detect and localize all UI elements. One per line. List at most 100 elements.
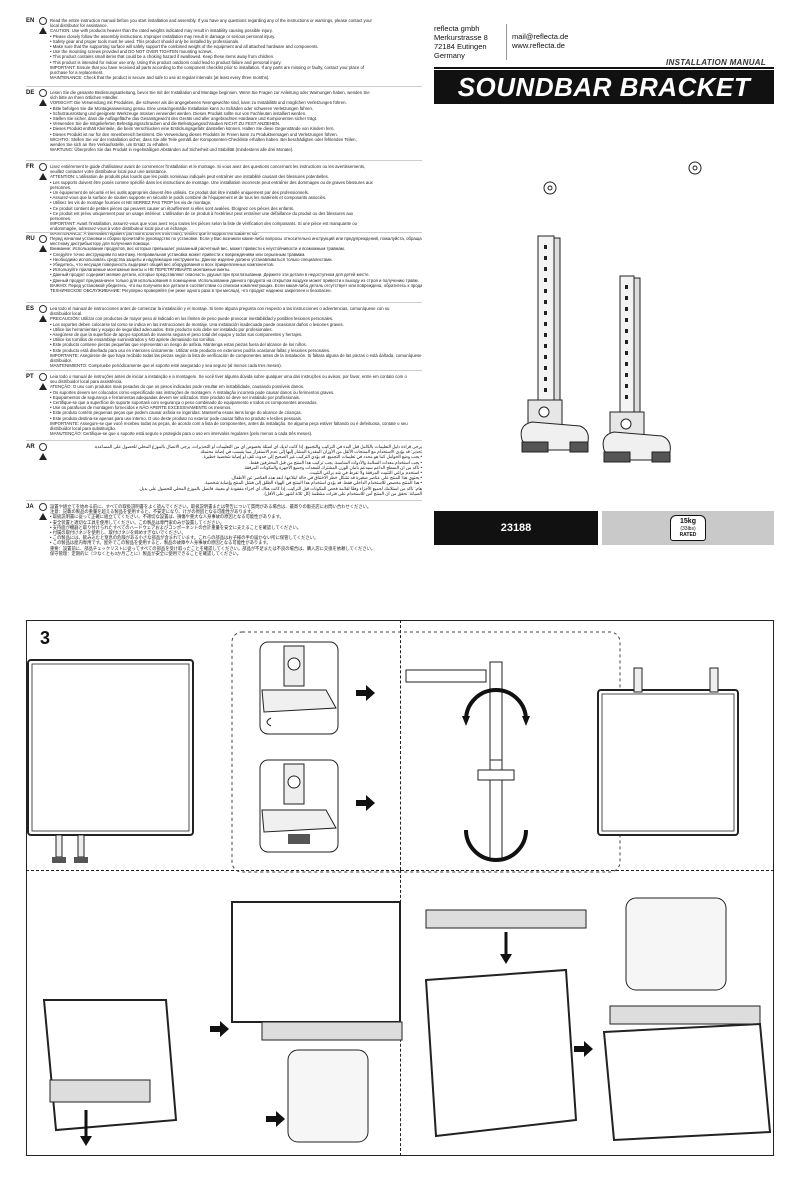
product-illustration [520, 161, 702, 463]
instruction-line: • Equipamentos de segurança e ferramenta… [50, 394, 301, 400]
company-address: reflecta gmbh Merkurstrasse 8 72184 Euti… [434, 24, 506, 60]
instruction-line: • Verwenden Sie die mitgelieferten Befes… [50, 121, 281, 127]
article-number-badge: 23188 [434, 511, 598, 545]
weight-label: RATED [679, 532, 697, 538]
instruction-line: • 付属の取付けネジを使用し、取付けネジを締めすぎないでください。 [50, 529, 186, 535]
instruction-line: • Utilice los tornillos de ensamblaje su… [50, 337, 216, 343]
instruction-line: ATTENTION: L'utilisation de produits plu… [50, 174, 330, 180]
instruction-line: • Utilisez les vis de montage fournies e… [50, 200, 212, 206]
instruction-line: • استخدم براغي التثبيت المرفقة ولا تفرط … [308, 469, 422, 475]
step-number: 3 [40, 628, 51, 648]
instruction-line: • Stellen Sie sicher, dass die Auflagefl… [50, 115, 318, 121]
instruction-line: VORSICHT: Die Verwendung mit Produkten, … [50, 100, 347, 106]
instruction-text: Read the entire instruction manual befor… [50, 18, 422, 80]
instruction-line: • 取扱説明書に従って正確に組立ててください。不適切な設置は、損傷や重大な人身事… [50, 514, 284, 520]
language-code: PT [26, 374, 34, 380]
instruction-line: IMPORTANT: Avant l'installation, assurez… [50, 221, 358, 227]
instruction-line: personnes. [50, 184, 72, 190]
header-divider [506, 24, 507, 60]
step-3-illustrations [27, 631, 772, 1146]
instruction-line: Lisez entièrement le guide d'utilisateur… [50, 164, 366, 169]
language-block-pt: PT Leia todo o manual de instruções antes… [26, 373, 422, 437]
instruction-line: • Assurez-vous que la surface de soutien… [50, 195, 327, 201]
tv-brackets-up [597, 667, 739, 836]
instruction-line: IMPORTANT: Ensure that you have received… [50, 64, 365, 70]
instruction-line: • 安全装置と適切な工具を使用してください。この製品は専門家のみが設置してくださ… [50, 519, 225, 525]
flag-icon [39, 443, 47, 451]
weight-value: 15kg [680, 518, 696, 525]
instruction-line: • Ce produit est prévu uniquement pour u… [50, 210, 354, 216]
language-code: FR [26, 164, 34, 170]
instruction-line: sich bitte an Ihren örtlichen Händler. [50, 95, 119, 101]
bracket-rotate-top [405, 661, 530, 763]
instruction-text: Lesen Sie die gesamte Bedienungsanleitun… [50, 90, 422, 152]
flag-icon [39, 305, 47, 313]
section-divider [26, 370, 422, 371]
instruction-line: الصيانة: تحقق من أن المنتج آمن للاستخدام… [263, 490, 422, 496]
bracket-right [602, 275, 671, 463]
instruction-line: distribuidor. [50, 357, 72, 363]
company-email: mail@reflecta.de [512, 32, 569, 41]
instruction-line: ТЕХНИЧЕСКОЕ ОБСЛУЖИВАНИЕ: Регулярно пров… [50, 287, 332, 293]
instruction-line: • يجب استخدام معدات السلامة والأدوات الم… [249, 459, 422, 465]
instruction-line: 設置や組立てを始める前に、すべての取扱説明書をよく読んでください。取扱説明書また… [50, 504, 372, 509]
language-block-fr: FR Lisez entièrement le guide d'utilisate… [26, 163, 422, 237]
bracket-detail-top [259, 641, 339, 735]
instruction-line: • Este produto destina-se apenas para us… [50, 415, 303, 421]
flag-icon [39, 89, 47, 97]
bracket-detail-bottom [259, 759, 339, 853]
warning-icon [39, 513, 47, 520]
instruction-line: • Необходимо использовать средства защит… [50, 256, 333, 262]
instruction-line: 保守管理：定期的に（少なくとも3か月ごとに）製品が安全に使用できることを確認して… [50, 550, 242, 556]
instruction-line: • تأكد من أن السطح الداعم سيدعم بأمان ال… [243, 464, 422, 470]
instruction-text: Перед началом установки и сборки прочита… [50, 236, 422, 293]
instruction-line: Внимание: Использование продуктов, вес к… [50, 246, 345, 252]
language-code: RU [26, 236, 35, 242]
instruction-line: Перед началом установки и сборки прочита… [50, 236, 422, 241]
instruction-line: MAINTENANCE: À intervalles réguliers (au… [50, 231, 259, 237]
washer-icon [543, 181, 557, 195]
instruction-line: • Certifique-se que a superfície de supo… [50, 399, 318, 405]
instruction-line: distribuidor local. [50, 311, 83, 317]
instruction-line: Lesen Sie die gesamte Bedienungsanleitun… [50, 90, 370, 95]
instruction-line: • Este produto contém pequenas peças que… [50, 410, 302, 416]
weight-unit: (33lbs) [680, 526, 696, 532]
instruction-line: Leia todo o manual de instruções antes d… [50, 374, 407, 379]
company-line: 72184 Eutingen [434, 42, 487, 51]
instruction-line: يرجى قراءة دليل التعليمات بالكامل قبل ال… [93, 444, 422, 449]
header-rule [434, 67, 774, 69]
instruction-line: MANUTENÇÃO: Certifique-se que o suporte … [50, 431, 313, 437]
language-code: JA [26, 504, 34, 510]
instruction-line: • Используйте прилагаемые монтажные винт… [50, 267, 231, 273]
section-divider [26, 232, 422, 233]
instruction-line: veuillez contacter votre distributeur lo… [50, 169, 168, 175]
instruction-text: يرجى قراءة دليل التعليمات بالكامل قبل ال… [50, 444, 422, 496]
instruction-line: CAUTION: Use with products heavier than … [50, 28, 273, 34]
instruction-line: • Bitte befolgen Sie die Montageanweisun… [50, 105, 314, 111]
instruction-line: • Make sure that the supporting surface … [50, 43, 319, 49]
instruction-line: • Este producto está diseñado para uso e… [50, 347, 331, 353]
article-number: 23188 [500, 522, 532, 534]
tv-soundbar-lower [42, 999, 178, 1146]
language-block-de: DE Lesen Sie die gesamte Bedienungsanleit… [26, 89, 422, 152]
warning-icon [39, 315, 47, 322]
instruction-line: endommagée, adressez-vous à votre distri… [50, 226, 189, 232]
instruction-line: • Следуйте точно инструкциям по монтажу.… [50, 251, 306, 257]
instruction-line: • Asegúrese de que la superficie de apoy… [50, 331, 303, 337]
instruction-line: • Schutzausrüstung und geeignete Werkzeu… [50, 110, 307, 116]
step-divider-v-top [400, 620, 401, 870]
language-block-ja: JA 設置や組立てを始める前に、すべての取扱説明書をよく読んでください。取扱説明書… [26, 503, 422, 556]
instruction-line: • Please closely follow the assembly ins… [50, 33, 276, 39]
flag-icon [39, 163, 47, 171]
bracket-rotate-bottom [464, 759, 528, 862]
instruction-text: 設置や組立てを始める前に、すべての取扱説明書をよく読んでください。取扱説明書また… [50, 504, 422, 556]
instruction-text: Lisez entièrement le guide d'utilisateur… [50, 164, 422, 237]
instruction-line: WICHTIG: Stellen Sie vor der Installatio… [50, 136, 357, 142]
instruction-line: • Dieses Produkt enthält Kleinteile, die… [50, 126, 335, 132]
tv-soundbar-attached [231, 901, 403, 1143]
instruction-line: • Use the mounting screws provided and D… [50, 49, 213, 55]
language-code: DE [26, 90, 35, 96]
manual-type: INSTALLATION MANUAL [666, 58, 767, 67]
